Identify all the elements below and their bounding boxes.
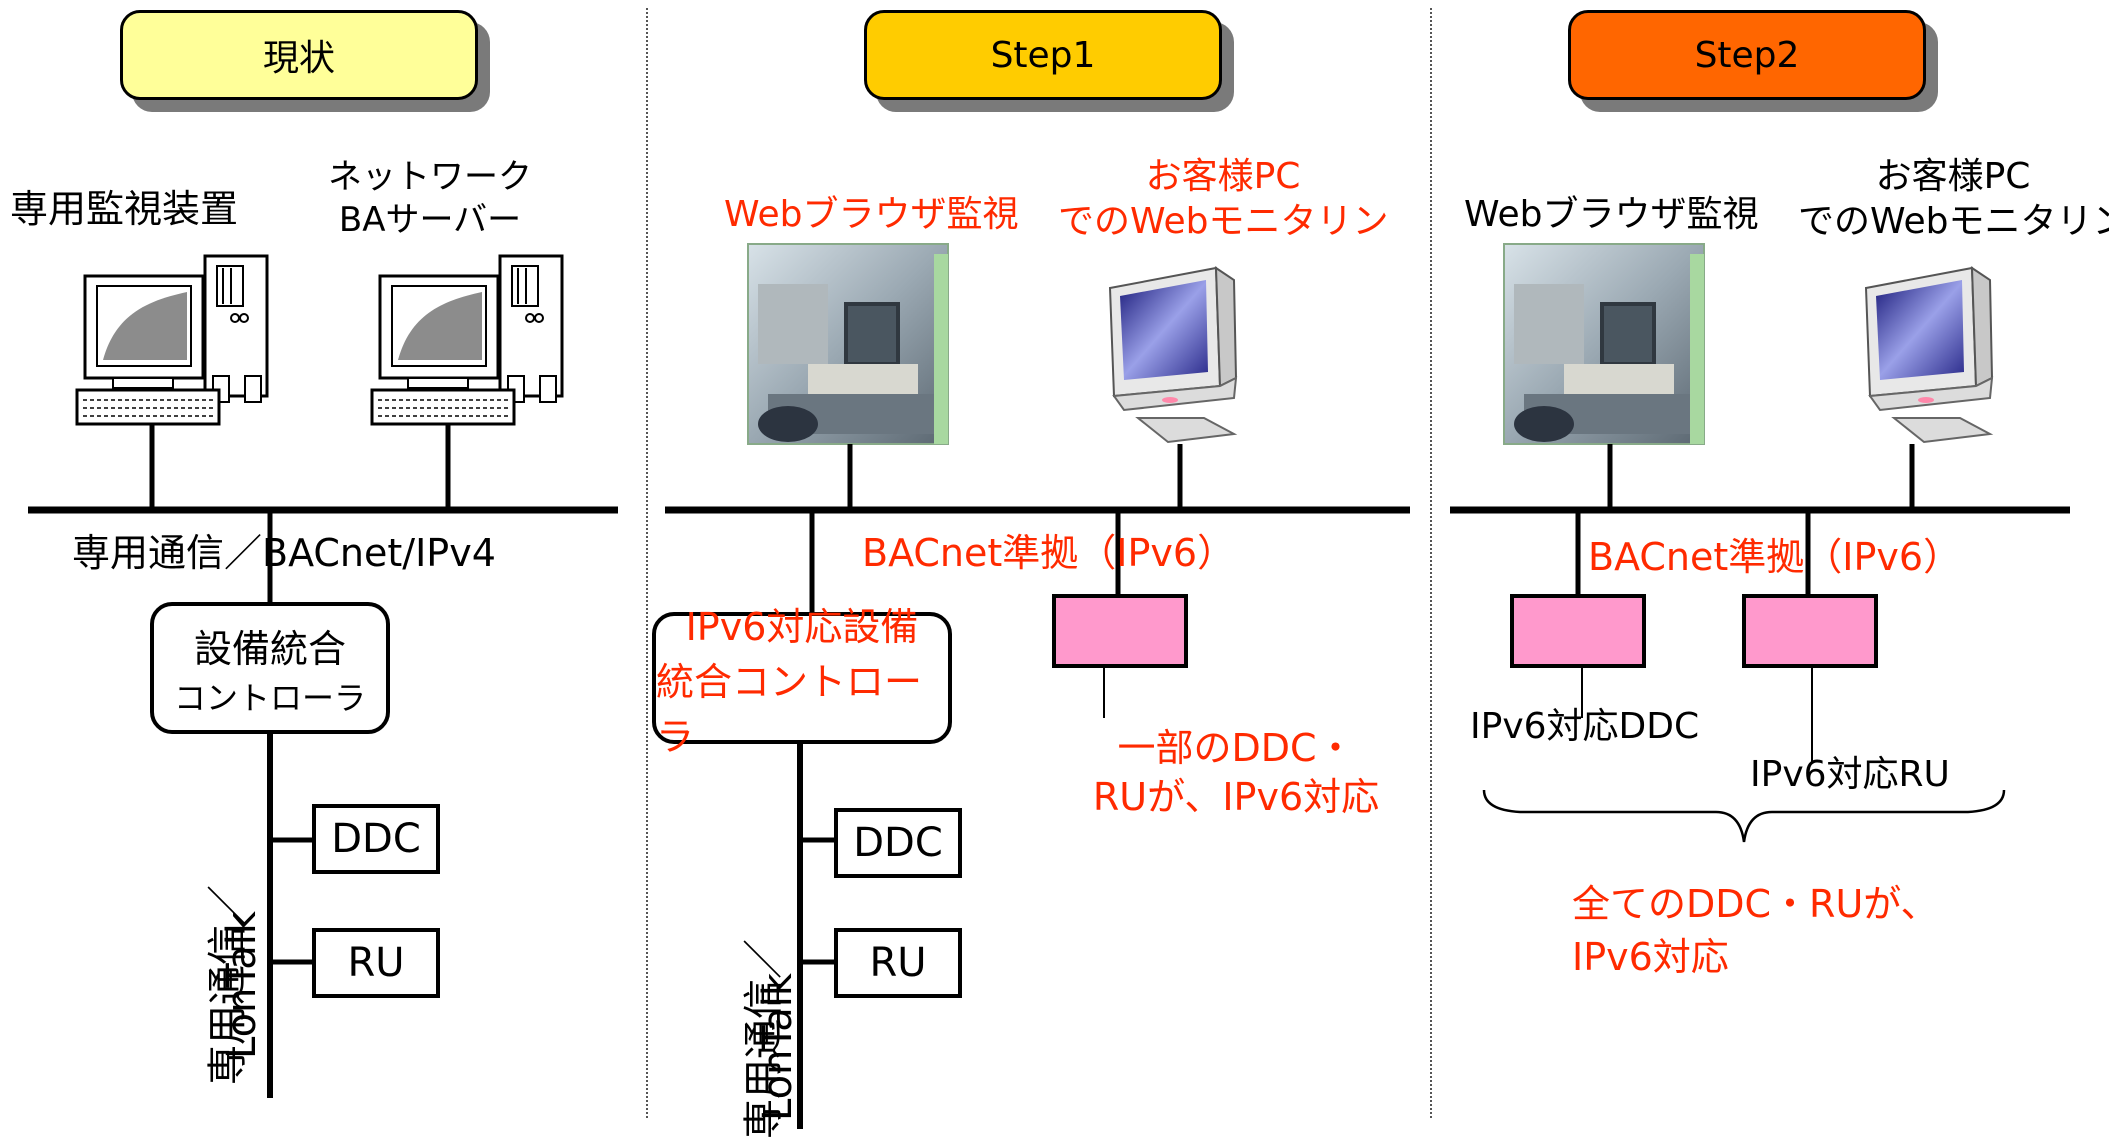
step1-controller-line1: IPv6対応設備 xyxy=(685,604,919,649)
step1-network-label: BACnet準拠（IPv6） xyxy=(862,531,1236,575)
step1-ru-box: RU xyxy=(834,928,962,998)
header-step1: Step1 xyxy=(864,10,1222,100)
current-ddc-box: DDC xyxy=(312,804,440,874)
step1-ipv6-device xyxy=(1052,594,1188,668)
step2-photo xyxy=(1503,243,1705,445)
step2-customer-pc xyxy=(1865,267,1993,443)
dedicated-monitor-label: 専用監視装置 xyxy=(10,187,239,231)
step1-ddc-box: DDC xyxy=(834,808,962,878)
step1-customer-pc-label: お客様PC でのWebモニタリン xyxy=(1058,154,1389,244)
step1-note-line1: 一部のDDC・ xyxy=(1117,726,1355,770)
step2-customer-pc-line2: でのWebモニタリン xyxy=(1798,201,2109,242)
ba-server-label-line1: ネットワーク xyxy=(328,157,532,197)
panel-divider xyxy=(646,8,648,1118)
step1-customer-pc-line2: でのWebモニタリン xyxy=(1058,201,1389,242)
step1-note-line2: RUが、IPv6対応 xyxy=(1092,775,1380,820)
current-controller: 設備統合 コントローラ xyxy=(150,602,390,734)
current-network-label: 専用通信／BACnet/IPv4 xyxy=(72,531,496,575)
step2-web-monitor-label: Webブラウザ監視 xyxy=(1464,194,1759,235)
brace xyxy=(1482,789,2006,843)
step2-network-label: BACnet準拠（IPv6） xyxy=(1588,535,1962,579)
controller-line2: コントローラ xyxy=(173,678,366,717)
step2-customer-pc-label: お客様PC でのWebモニタリン xyxy=(1798,154,2109,244)
step1-note: 一部のDDC・ RUが、IPv6対応 xyxy=(1066,724,1406,823)
controller-line1: 設備統合 xyxy=(193,626,346,671)
step2-customer-pc-line1: お客様PC xyxy=(1875,156,2031,197)
step2-note-line1: 全てのDDC・RUが、 xyxy=(1572,882,1939,926)
ba-server-label: ネットワーク BAサーバー xyxy=(320,156,540,241)
header-current: 現状 xyxy=(120,10,478,100)
current-sub-bus-label-2: LonTalk xyxy=(219,910,265,1059)
step1-controller: IPv6対応設備 統合コントローラ xyxy=(652,605,952,759)
step1-controller-line2: 統合コントローラ xyxy=(656,659,923,759)
step2-ddc-device xyxy=(1510,594,1646,668)
step2-ru-label: IPv6対応RU xyxy=(1750,754,1950,795)
step2-ddc-label: IPv6対応DDC xyxy=(1470,706,1700,747)
step1-customer-pc xyxy=(1109,267,1237,443)
step1-photo xyxy=(747,243,949,445)
step1-web-monitor-label: Webブラウザ監視 xyxy=(724,194,1019,235)
header-step2: Step2 xyxy=(1568,10,1926,100)
step1-customer-pc-line1: お客様PC xyxy=(1145,156,1301,197)
step2-note-line2: IPv6対応 xyxy=(1572,935,1729,980)
ba-server-label-line2: BAサーバー xyxy=(338,199,522,240)
panel-divider xyxy=(1430,8,1432,1118)
step1-sub-bus-label-2: LonTalk xyxy=(755,972,801,1121)
step2-note: 全てのDDC・RUが、 IPv6対応 xyxy=(1572,878,1939,984)
current-ru-box: RU xyxy=(312,928,440,998)
step2-ru-device xyxy=(1742,594,1878,668)
current-workstation-1 xyxy=(75,254,269,426)
current-workstation-2 xyxy=(370,254,564,426)
